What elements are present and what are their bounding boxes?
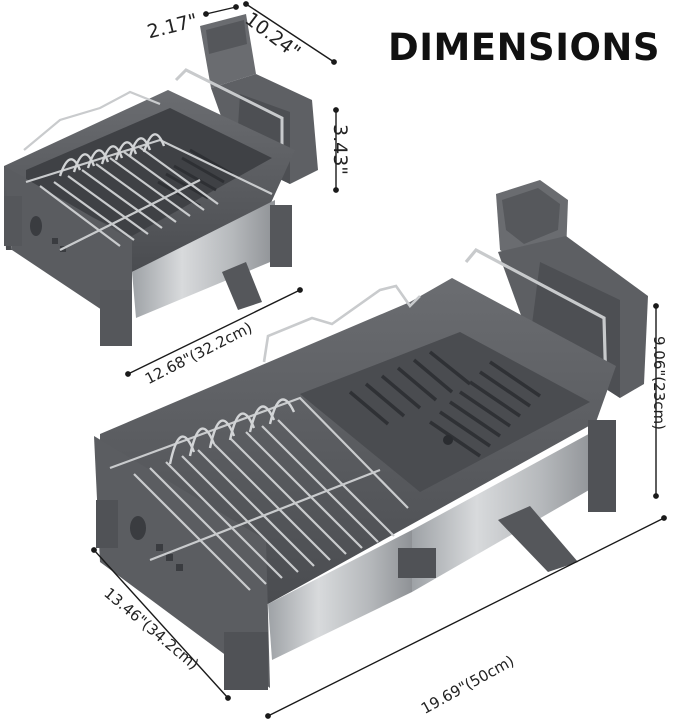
small-rack-dimension-lines	[125, 1, 339, 377]
large-rack-back-handle	[262, 284, 421, 363]
large-drain-board	[300, 332, 590, 492]
large-wire-rack	[109, 396, 409, 591]
page-title: DIMENSIONS	[388, 26, 661, 69]
small-dish-rack	[4, 14, 318, 346]
large-rack-height-label: 9.06"(23cm)	[650, 336, 668, 430]
small-rack-front-panel	[132, 200, 275, 318]
large-rack-front-panel	[268, 530, 412, 660]
large-rack-dimension-lines	[91, 303, 667, 719]
large-dish-rack	[94, 180, 648, 690]
small-rack-height-label: 3.43"	[329, 124, 351, 176]
